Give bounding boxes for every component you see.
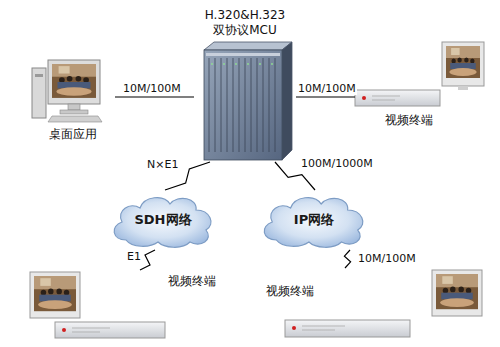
- mcu-device: H.320&H.323 双协议MCU: [194, 6, 296, 162]
- desktop-pc: 桌面应用: [30, 60, 115, 142]
- node-label: 视频终端: [168, 274, 216, 289]
- edge-label: 10M/100M: [297, 82, 357, 95]
- edge-label: 100M/1000M: [300, 157, 374, 170]
- edge-label: N×E1: [146, 158, 179, 171]
- node-label: H.320&H.323 双协议MCU: [196, 8, 294, 38]
- video-terminal: 视频终端: [25, 270, 220, 342]
- cloud-shape: [114, 198, 211, 248]
- network-cloud: IP网络: [258, 190, 370, 250]
- video-terminal: 视频终端: [355, 40, 485, 130]
- node-label: 视频终端: [385, 113, 433, 128]
- edge-label: 10M/100M: [357, 252, 417, 265]
- cloud-shape: [264, 198, 363, 248]
- network-cloud: SDH网络: [108, 190, 218, 250]
- node-label: 桌面应用: [49, 127, 97, 142]
- node-label: 视频终端: [266, 284, 314, 299]
- node-label: IP网络: [294, 212, 334, 228]
- network-link: [296, 96, 355, 97]
- lightning-link: [344, 250, 350, 268]
- node-label: SDH网络: [134, 212, 191, 228]
- network-link: [115, 96, 194, 97]
- edge-label: 10M/100M: [122, 82, 182, 95]
- edge-label: E1: [126, 250, 142, 263]
- video-terminal: 视频终端: [262, 268, 486, 342]
- lightning-link: [140, 250, 155, 270]
